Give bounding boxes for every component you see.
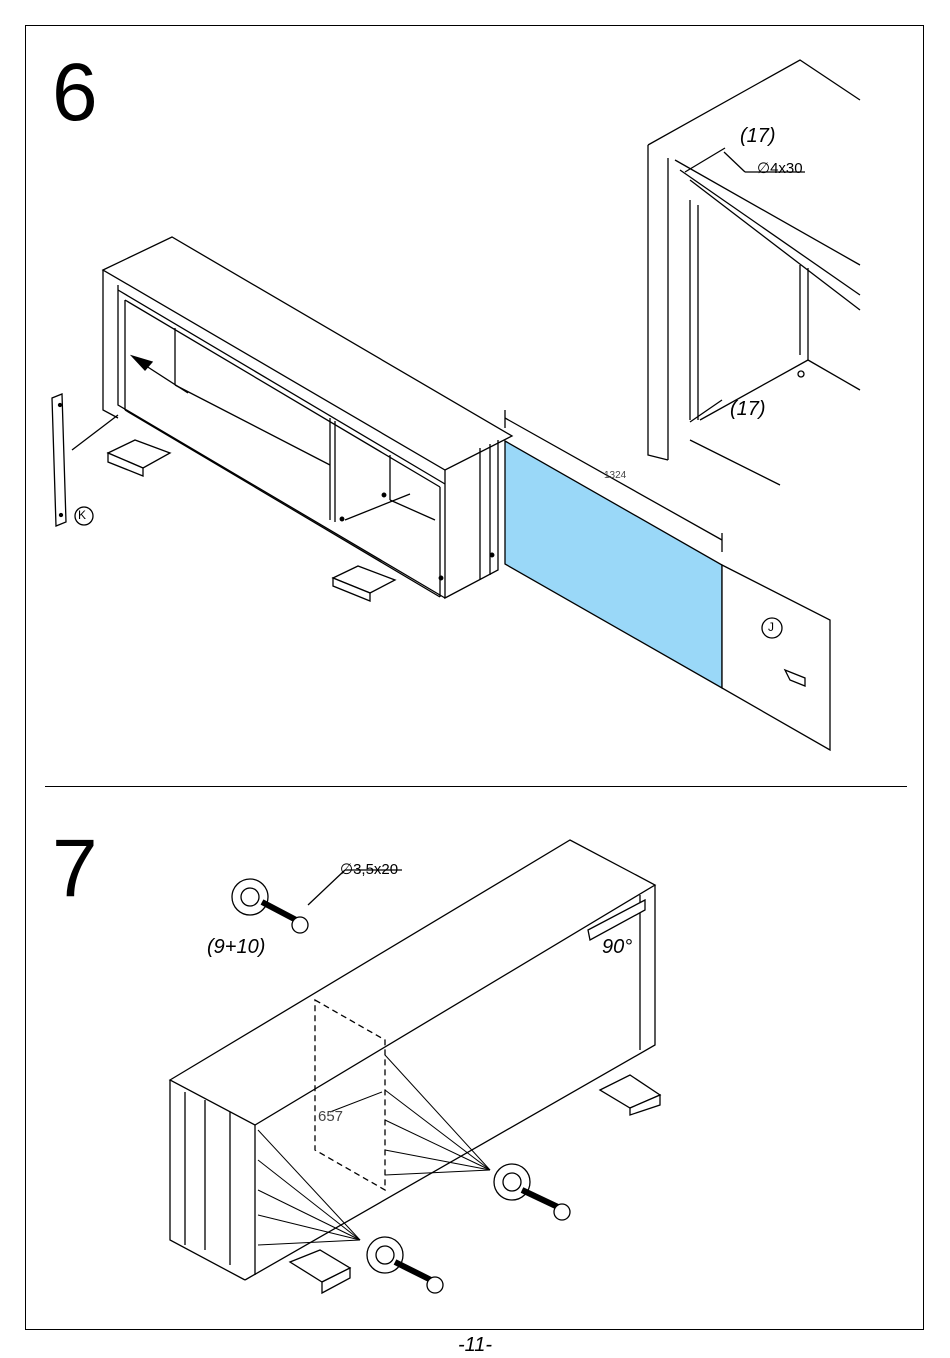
- angle-label: 90°: [602, 936, 632, 959]
- screw-icon-bottom: [367, 1164, 570, 1293]
- feet-blocks-7: [290, 1075, 660, 1293]
- screw-icon: [232, 870, 402, 933]
- screw-size-label: ∅3,5x20: [340, 860, 398, 878]
- screw-parts-label: (9+10): [207, 936, 265, 959]
- partition-offset-label: 657: [318, 1108, 343, 1125]
